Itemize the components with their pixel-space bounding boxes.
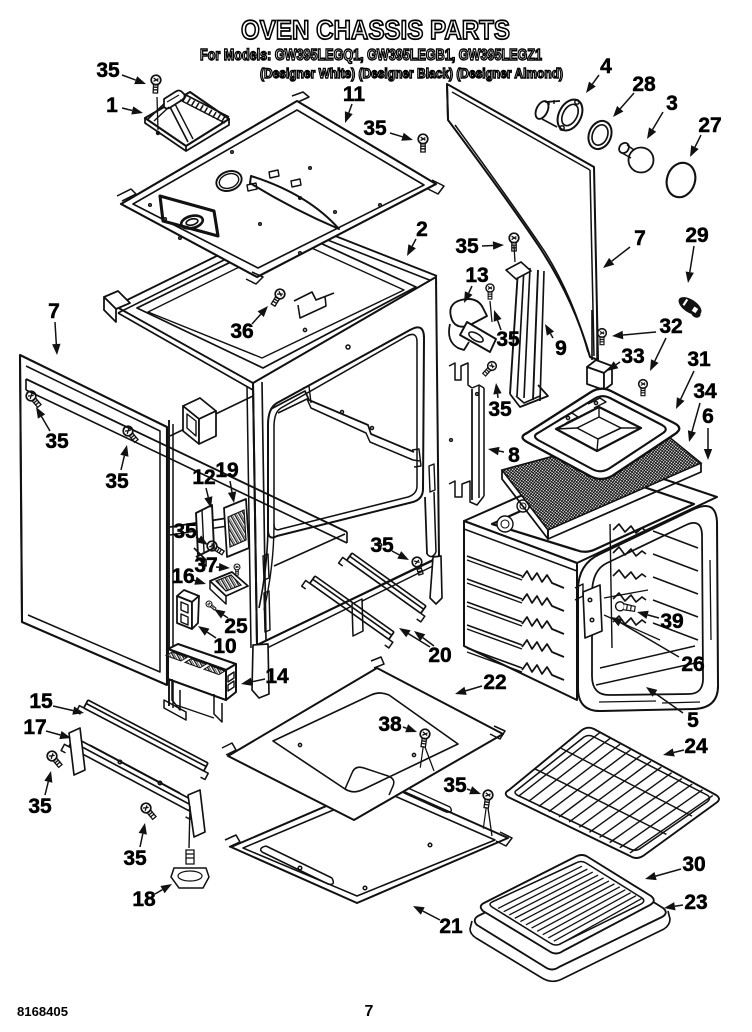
svg-text:32: 32	[659, 315, 682, 338]
svg-text:29: 29	[685, 224, 708, 247]
svg-text:35: 35	[455, 235, 479, 258]
svg-text:36: 36	[230, 320, 253, 343]
svg-text:2: 2	[416, 218, 428, 241]
svg-text:19: 19	[215, 459, 238, 482]
svg-text:18: 18	[132, 888, 156, 911]
svg-text:5: 5	[687, 709, 699, 732]
svg-text:9: 9	[555, 337, 567, 360]
svg-text:35: 35	[443, 774, 467, 797]
svg-text:35: 35	[45, 430, 69, 453]
svg-text:35: 35	[173, 520, 197, 543]
svg-text:38: 38	[378, 713, 402, 736]
svg-text:21: 21	[439, 915, 463, 938]
svg-text:35: 35	[488, 398, 512, 421]
svg-text:35: 35	[96, 59, 120, 82]
svg-text:39: 39	[660, 610, 683, 633]
svg-text:26: 26	[681, 653, 704, 676]
svg-text:35: 35	[370, 534, 394, 557]
svg-text:25: 25	[224, 615, 248, 638]
svg-text:28: 28	[632, 73, 656, 96]
svg-text:31: 31	[687, 348, 711, 371]
svg-text:12: 12	[192, 466, 215, 489]
svg-text:33: 33	[621, 345, 644, 368]
svg-text:1: 1	[106, 94, 118, 117]
svg-text:35: 35	[105, 470, 129, 493]
svg-text:23: 23	[684, 891, 707, 914]
svg-text:11: 11	[343, 83, 366, 106]
svg-text:(Designer White) (Designer Bla: (Designer White) (Designer Black) (Desig…	[260, 65, 563, 81]
svg-text:6: 6	[702, 405, 714, 428]
svg-text:8: 8	[508, 444, 520, 467]
svg-text:35: 35	[496, 328, 520, 351]
svg-text:27: 27	[698, 114, 721, 137]
svg-text:34: 34	[693, 380, 717, 403]
svg-text:13: 13	[465, 264, 488, 287]
svg-text:4: 4	[600, 55, 612, 78]
svg-text:20: 20	[428, 644, 451, 667]
svg-text:7: 7	[365, 1003, 374, 1020]
svg-text:OVEN CHASSIS PARTS: OVEN CHASSIS PARTS	[241, 15, 510, 45]
svg-text:17: 17	[23, 716, 46, 739]
svg-text:35: 35	[363, 117, 387, 140]
svg-text:14: 14	[265, 665, 289, 688]
svg-text:7: 7	[48, 300, 60, 323]
svg-text:35: 35	[28, 795, 52, 818]
svg-text:7: 7	[634, 227, 646, 250]
svg-text:8168405: 8168405	[17, 1005, 68, 1019]
svg-text:15: 15	[29, 690, 53, 713]
svg-text:10: 10	[213, 635, 236, 658]
svg-text:22: 22	[483, 671, 506, 694]
svg-text:35: 35	[123, 847, 147, 870]
svg-text:30: 30	[682, 853, 705, 876]
svg-text:16: 16	[171, 565, 194, 588]
svg-text:3: 3	[666, 92, 678, 115]
svg-text:For Models: GW395LEGQ1, GW395L: For Models: GW395LEGQ1, GW395LEGB1, GW39…	[200, 47, 542, 64]
svg-text:37: 37	[194, 554, 217, 577]
svg-text:24: 24	[684, 735, 708, 758]
